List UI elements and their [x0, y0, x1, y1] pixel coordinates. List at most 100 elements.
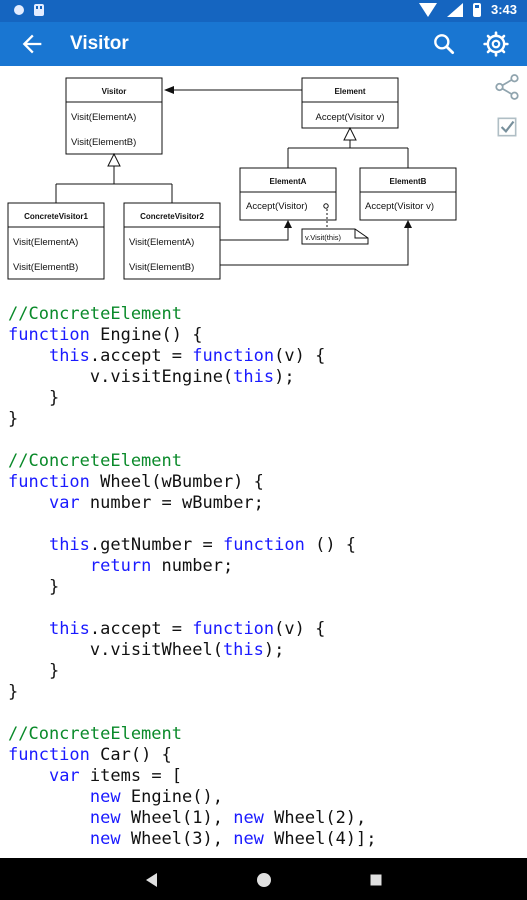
code-line: } [8, 409, 519, 430]
code-line: new Wheel(3), new Wheel(4)]; [8, 829, 519, 850]
code-text: .getNumber = [89, 535, 223, 555]
code-text: () { [304, 535, 357, 555]
code-line: function Car() { [8, 745, 519, 766]
concrete-visitor1-method2: Visit(ElementB) [13, 262, 78, 273]
code-keyword: new [233, 829, 264, 849]
status-time: 3:43 [490, 2, 517, 17]
code-text [8, 829, 90, 849]
code-text [8, 787, 90, 807]
code-text [8, 808, 90, 828]
code-text: (v) { [274, 346, 326, 366]
sd-card-icon [34, 4, 44, 16]
code-line [8, 430, 519, 451]
visitor-method2: Visit(ElementB) [71, 137, 136, 148]
code-text: Wheel(4)]; [263, 829, 377, 849]
code-line: } [8, 388, 519, 409]
code-line: } [8, 661, 519, 682]
code-text: items = [ [79, 766, 183, 786]
code-line: new Wheel(1), new Wheel(2), [8, 808, 519, 829]
code-line: return number; [8, 556, 519, 577]
code-text: Wheel(wBumber) { [89, 472, 264, 492]
code-text [8, 493, 49, 513]
code-keyword: function [192, 619, 275, 639]
code-text: ); [274, 367, 295, 387]
code-line [8, 598, 519, 619]
code-line: new Engine(), [8, 787, 519, 808]
code-keyword: function [8, 325, 90, 345]
code-text: } [8, 409, 19, 429]
code-text: v.visitWheel( [8, 640, 223, 660]
code-keyword: function [192, 346, 275, 366]
nav-back-icon[interactable] [140, 868, 164, 892]
code-line: var items = [ [8, 766, 519, 787]
code-line: } [8, 577, 519, 598]
code-keyword: return [89, 556, 152, 576]
element-b-method: Accept(Visitor v) [365, 201, 434, 212]
code-text: Wheel(3), [120, 829, 234, 849]
code-text: } [8, 661, 60, 681]
code-text: Car() { [89, 745, 172, 765]
gear-icon[interactable] [483, 31, 509, 57]
code-line: //ConcreteElement [8, 451, 519, 472]
code-text [8, 346, 49, 366]
code-keyword: function [8, 472, 90, 492]
concrete-visitor2-method2: Visit(ElementB) [129, 262, 194, 273]
code-comment: //ConcreteElement [8, 724, 182, 744]
battery-icon [472, 2, 481, 17]
code-line: v.visitWheel(this); [8, 640, 519, 661]
code-keyword: this [222, 640, 264, 660]
code-text [8, 556, 90, 576]
code-text [8, 535, 49, 555]
code-text: number; [151, 556, 234, 576]
share-icon[interactable] [492, 72, 522, 102]
code-keyword: new [233, 808, 264, 828]
wifi-icon [418, 2, 437, 17]
element-a-method: Accept(Visitor) [246, 201, 308, 212]
app-bar: Visitor [0, 22, 527, 66]
visitor-title: Visitor [102, 87, 127, 96]
code-line [8, 703, 519, 724]
code-line: v.visitEngine(this); [8, 367, 519, 388]
status-bar: 3:43 [0, 0, 527, 22]
code-text: .accept = [89, 619, 193, 639]
code-text: number = wBumber; [79, 493, 264, 513]
element-title: Element [334, 87, 365, 96]
code-text: } [8, 682, 19, 702]
search-icon[interactable] [431, 31, 457, 57]
code-text: Wheel(2), [263, 808, 367, 828]
element-a-title: ElementA [270, 177, 307, 186]
element-b-title: ElementB [390, 177, 427, 186]
notification-dot-icon [14, 5, 24, 15]
uml-diagram: Visitor Visit(ElementA) Visit(ElementB) … [7, 77, 457, 280]
code-text: ); [263, 640, 285, 660]
code-text: } [8, 388, 60, 408]
code-line [8, 514, 519, 535]
element-method: Accept(Visitor v) [316, 112, 385, 123]
code-line: this.accept = function(v) { [8, 619, 519, 640]
nav-home-icon[interactable] [252, 868, 276, 892]
code-keyword: new [89, 808, 121, 828]
code-text [8, 766, 49, 786]
code-text: Wheel(1), [120, 808, 234, 828]
code-line: this.getNumber = function () { [8, 535, 519, 556]
code-comment: //ConcreteElement [8, 451, 182, 471]
concrete-visitor2-method1: Visit(ElementA) [129, 237, 194, 248]
code-line: var number = wBumber; [8, 493, 519, 514]
signal-icon [446, 2, 463, 17]
element-a-box [239, 167, 337, 221]
nav-recents-icon[interactable] [364, 868, 388, 892]
code-keyword: this [233, 367, 275, 387]
code-keyword: function [8, 745, 90, 765]
checkbox-icon[interactable] [494, 114, 520, 140]
code-keyword: function [222, 535, 305, 555]
concrete-visitor2-title: ConcreteVisitor2 [140, 212, 204, 221]
code-text: v.visitEngine( [8, 367, 234, 387]
visitor-method1: Visit(ElementA) [71, 112, 136, 123]
code-line: this.accept = function(v) { [8, 346, 519, 367]
code-text: } [8, 577, 60, 597]
concrete-visitor1-title: ConcreteVisitor1 [24, 212, 88, 221]
code-line: //ConcreteElement [8, 724, 519, 745]
code-keyword: var [48, 766, 80, 786]
back-arrow-icon[interactable] [18, 30, 46, 58]
